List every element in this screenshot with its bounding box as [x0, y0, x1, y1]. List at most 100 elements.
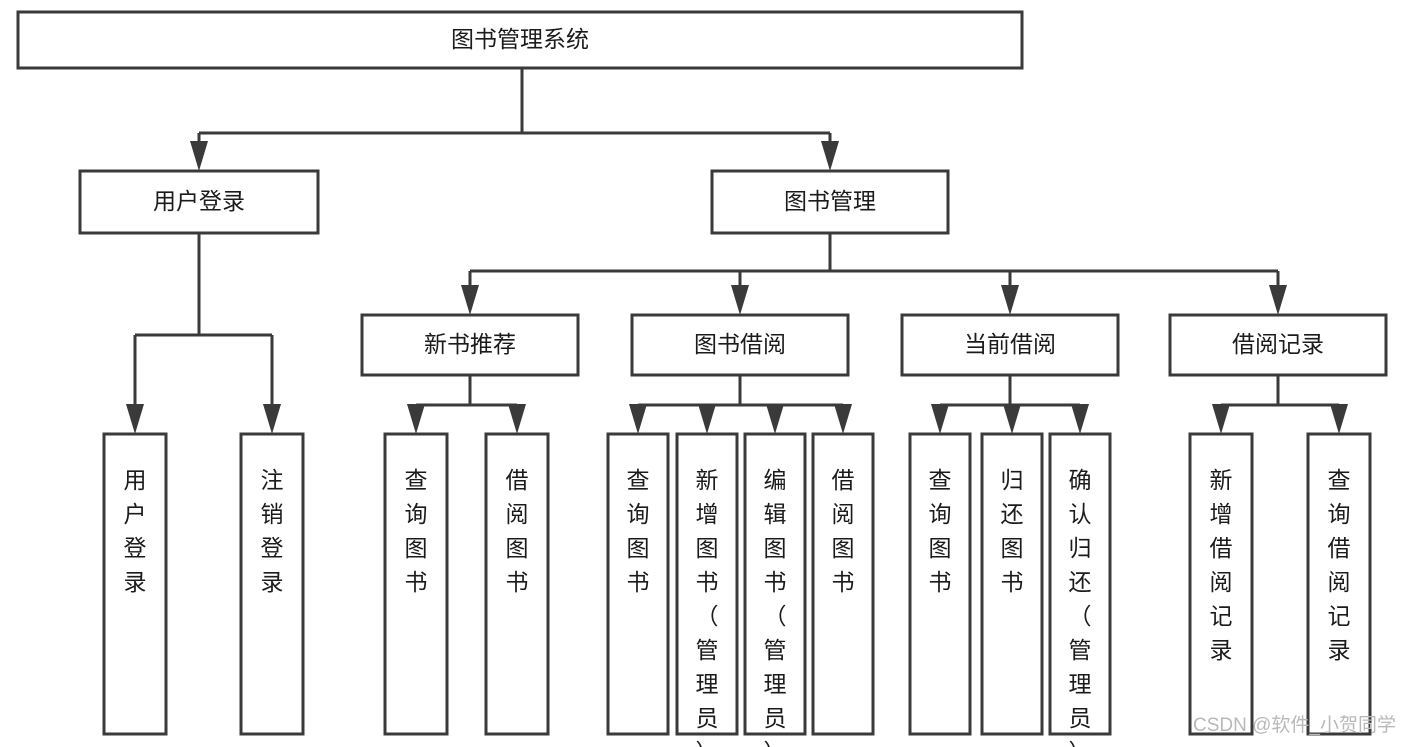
node-label-char: 书	[764, 569, 787, 595]
node-label-char: 图	[696, 535, 719, 561]
node-label-char: 查	[405, 467, 428, 493]
node-label-char: 辑	[764, 501, 787, 527]
node-boxes-layer: 图书管理系统用户登录图书管理新书推荐图书借阅当前借阅借阅记录用户登录注销登录查询…	[16, 10, 1388, 747]
node-box-leaf-return-book[interactable]	[980, 432, 1044, 736]
node-box-leaf-add-record[interactable]	[1188, 432, 1254, 736]
node-book-borrow[interactable]: 图书借阅	[630, 313, 850, 377]
node-label-char: 记	[1210, 603, 1233, 629]
node-label-char: 书	[832, 569, 855, 595]
level3-leaf-arrow-head	[1212, 404, 1230, 434]
node-label-char: ）	[696, 739, 719, 747]
node-label-char: 登	[261, 535, 284, 561]
connector-edges-layer	[126, 68, 1348, 434]
node-label-char: 查	[1328, 467, 1351, 493]
node-label-char: 还	[1069, 569, 1092, 595]
node-box-book-borrow[interactable]	[630, 313, 850, 377]
book-manage-to-level3-arrow-head	[731, 285, 749, 315]
node-box-leaf-borrow-book-1[interactable]	[484, 432, 550, 736]
csdn-watermark: CSDN @软件_小贺同学	[1193, 714, 1396, 736]
node-label-char: 借	[1210, 535, 1233, 561]
node-box-current-borrow[interactable]	[900, 313, 1120, 377]
node-box-leaf-query-book-3[interactable]	[908, 432, 972, 736]
node-box-user-login[interactable]	[78, 169, 320, 235]
root-to-level2-arrow-head	[821, 141, 839, 171]
node-label-root: 图书管理系统	[451, 26, 589, 52]
node-label-new-book-recommend: 新书推荐	[424, 331, 516, 357]
node-book-manage[interactable]: 图书管理	[710, 169, 950, 235]
level3-leaf-arrow-head	[508, 404, 526, 434]
node-label-char: 员	[1069, 705, 1092, 731]
node-borrow-record[interactable]: 借阅记录	[1168, 313, 1388, 377]
book-manage-to-level3-arrow-head	[461, 285, 479, 315]
book-manage-to-level3-arrow-head	[1001, 285, 1019, 315]
node-box-root[interactable]	[16, 10, 1024, 70]
node-label-char: 书	[696, 569, 719, 595]
node-label-char: （	[764, 603, 787, 629]
node-label-char: 归	[1069, 535, 1092, 561]
node-label-char: 询	[929, 501, 952, 527]
node-box-borrow-record[interactable]	[1168, 313, 1388, 377]
node-label-char: ）	[764, 739, 787, 747]
node-new-book-recommend[interactable]: 新书推荐	[360, 313, 580, 377]
node-user-login[interactable]: 用户登录	[78, 169, 320, 235]
node-label-char: 询	[1328, 501, 1351, 527]
node-label-char: 图	[764, 535, 787, 561]
level3-leaf-arrow-head	[407, 404, 425, 434]
node-label-char: 书	[627, 569, 650, 595]
node-box-leaf-edit-book[interactable]	[743, 432, 807, 736]
node-label-char: 注	[261, 467, 284, 493]
node-current-borrow[interactable]: 当前借阅	[900, 313, 1120, 377]
node-label-char: 新	[1210, 467, 1233, 493]
node-label-char: 阅	[832, 501, 855, 527]
node-label-char: 图	[506, 535, 529, 561]
node-label-char: 图	[627, 535, 650, 561]
node-label-char: 认	[1069, 501, 1092, 527]
node-box-book-manage[interactable]	[710, 169, 950, 235]
node-box-leaf-add-book[interactable]	[675, 432, 739, 736]
node-box-leaf-confirm-return[interactable]	[1048, 432, 1112, 736]
node-box-leaf-query-record[interactable]	[1306, 432, 1372, 736]
node-label-char: 员	[696, 705, 719, 731]
node-label-char: 图	[832, 535, 855, 561]
node-box-leaf-query-book-1[interactable]	[383, 432, 449, 736]
node-label-char: 录	[1328, 637, 1351, 663]
node-label-char: 书	[929, 569, 952, 595]
node-label-char: 管	[696, 637, 719, 663]
node-label-char: 书	[1001, 569, 1024, 595]
node-label-user-login: 用户登录	[153, 188, 245, 214]
node-label-char: 登	[124, 535, 147, 561]
level3-leaf-arrow-head	[834, 404, 852, 434]
level3-leaf-arrow-head	[1330, 404, 1348, 434]
root-to-level2-arrow-head	[190, 141, 208, 171]
node-label-char: 归	[1001, 467, 1024, 493]
node-label-char: 书	[506, 569, 529, 595]
node-root[interactable]: 图书管理系统	[16, 10, 1024, 70]
node-label-char: 借	[1328, 535, 1351, 561]
node-box-leaf-user-login[interactable]	[102, 432, 168, 736]
node-box-leaf-borrow-book-2[interactable]	[811, 432, 875, 736]
level3-leaf-arrow-head	[1071, 404, 1089, 434]
node-label-char: 图	[929, 535, 952, 561]
level3-leaf-arrow-head	[629, 404, 647, 434]
node-box-new-book-recommend[interactable]	[360, 313, 580, 377]
node-label-char: 员	[764, 705, 787, 731]
node-label-char: 询	[405, 501, 428, 527]
node-label-char: 销	[261, 501, 284, 527]
node-leaf-user-login[interactable]: 用户登录	[102, 432, 168, 736]
node-box-leaf-logout[interactable]	[239, 432, 305, 736]
user-login-leaf-arrow-head	[126, 404, 144, 434]
node-label-char: 增	[696, 501, 719, 527]
node-box-leaf-query-book-2[interactable]	[606, 432, 670, 736]
